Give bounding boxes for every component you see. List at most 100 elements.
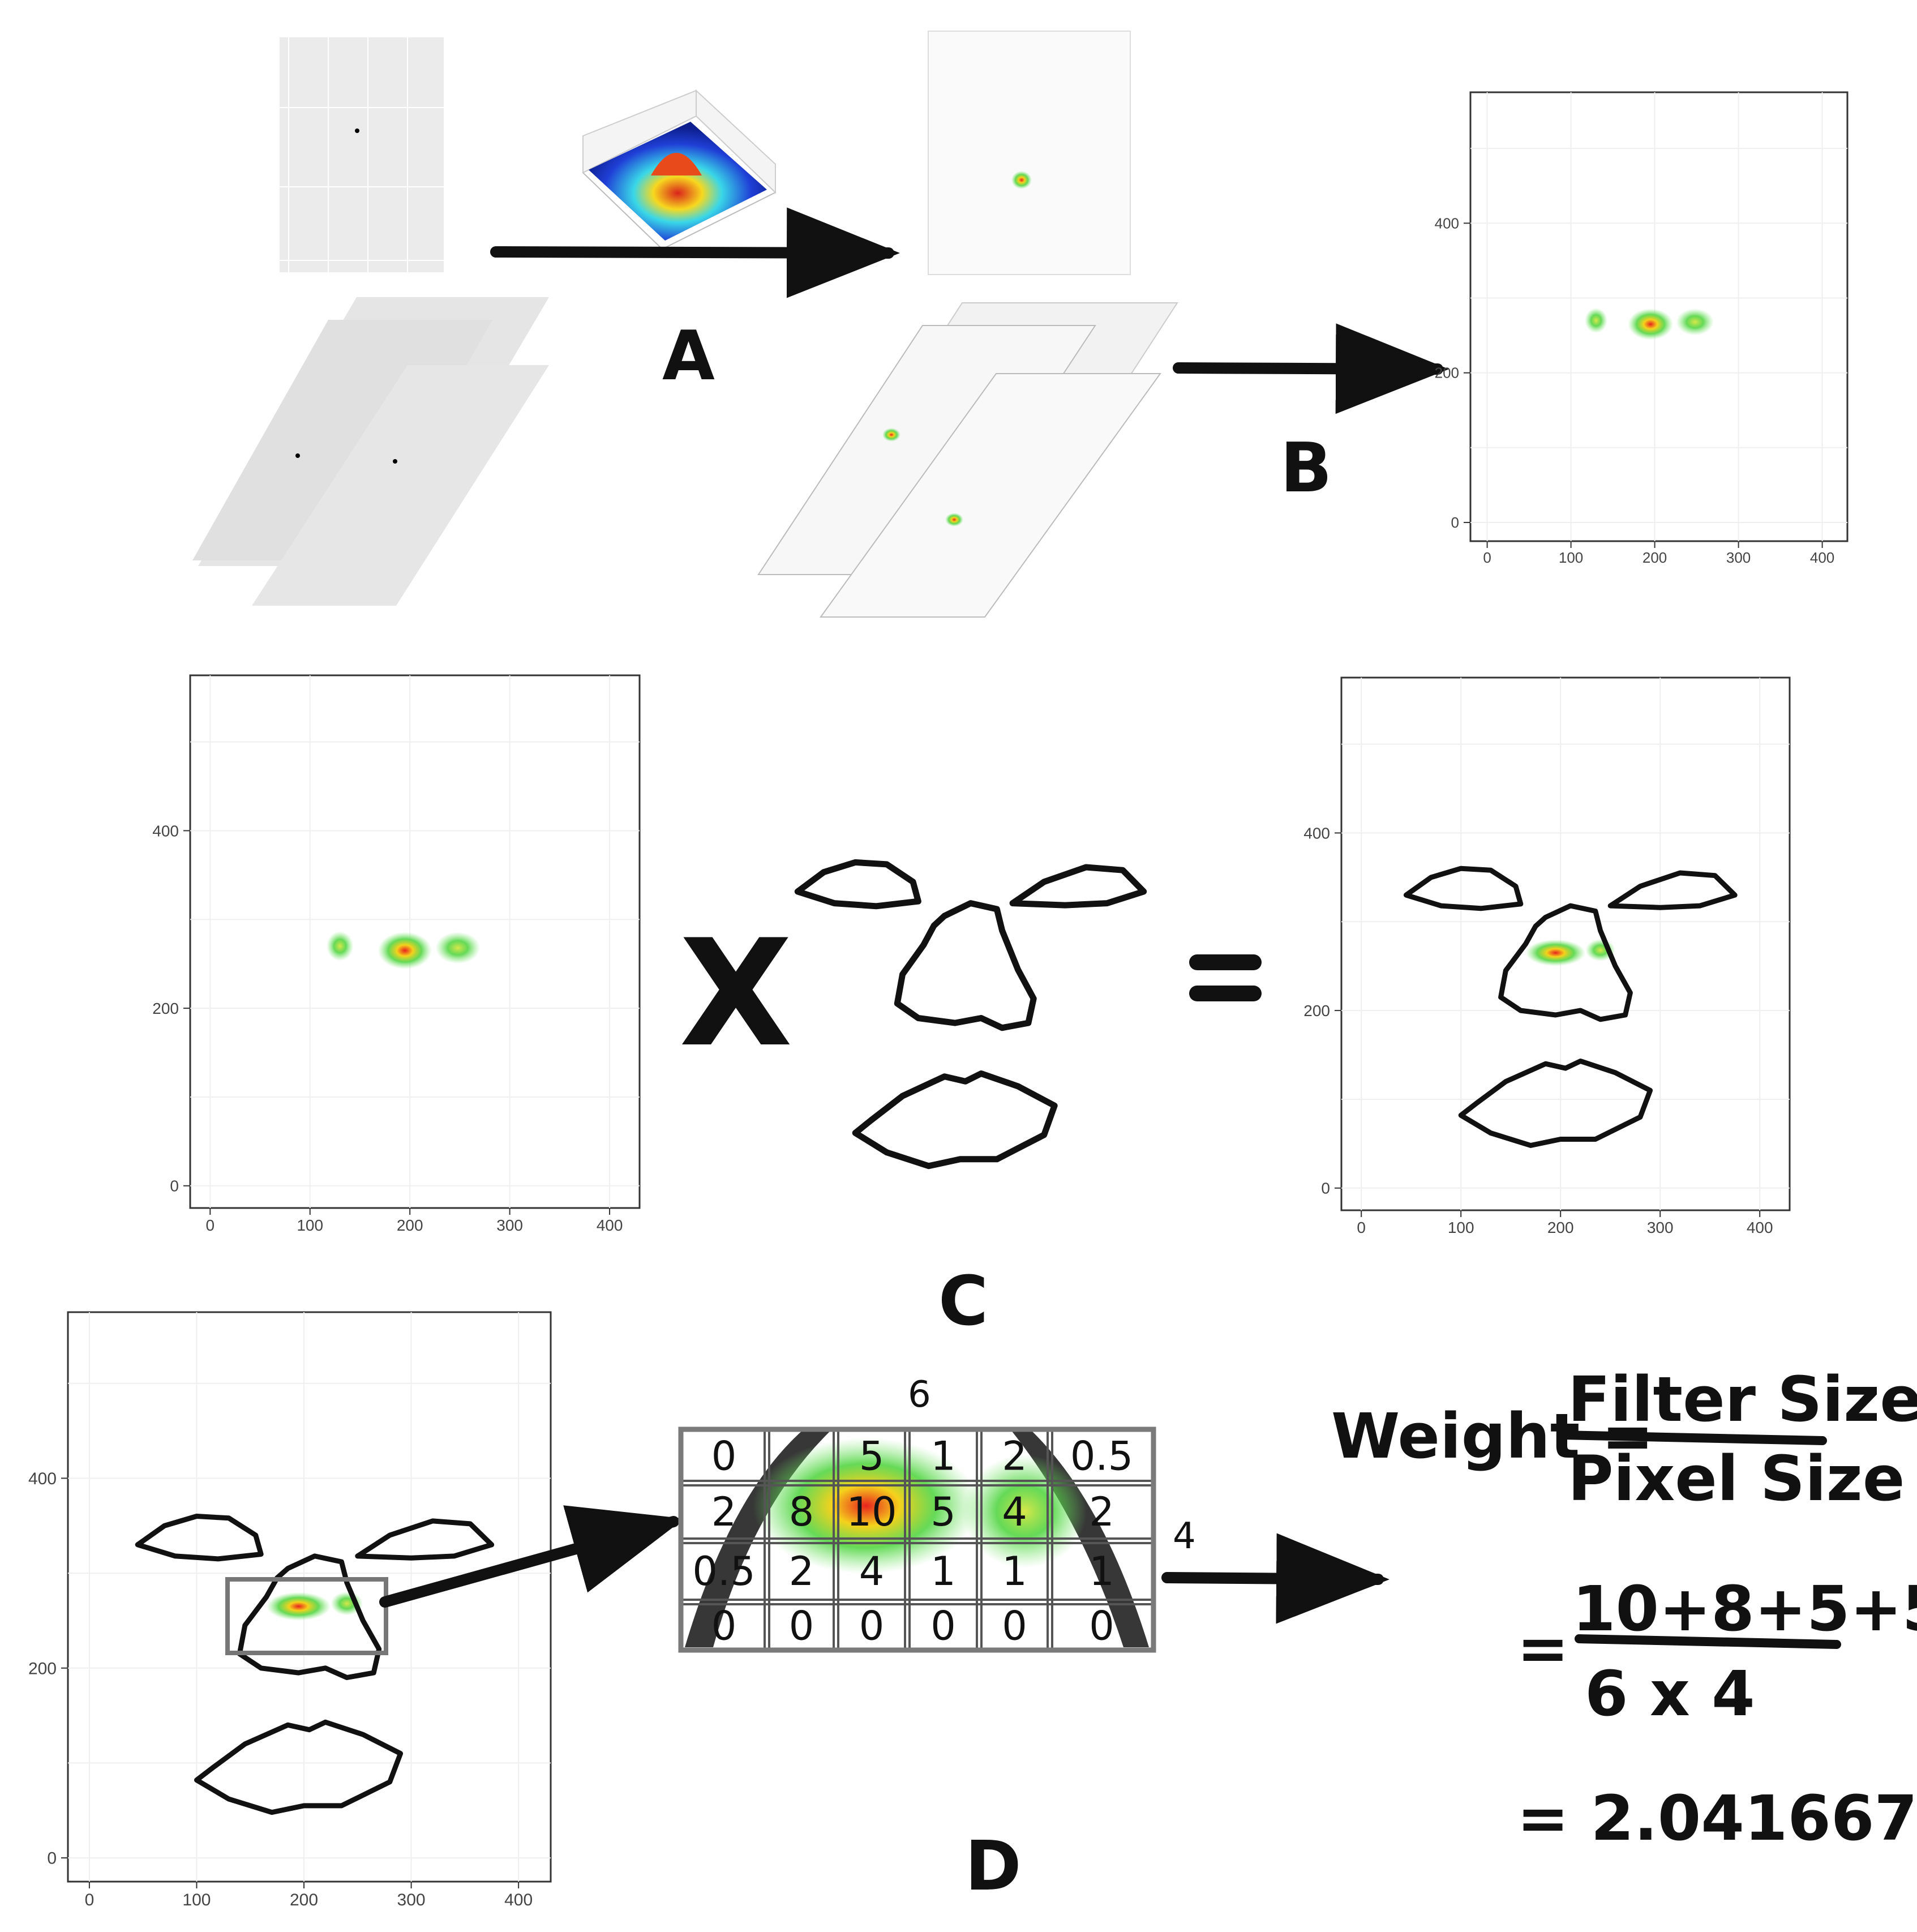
arrow-b (1173, 323, 1449, 414)
x-tick-label: 300 (397, 1891, 426, 1909)
arrow-d2 (1161, 1533, 1389, 1624)
x-tick-label: 200 (397, 1216, 423, 1234)
y-tick-label: 200 (152, 1000, 179, 1017)
panel-a-group: A (192, 31, 1131, 606)
x-tick-label: 100 (182, 1891, 211, 1909)
grid-cell-value: 10 (846, 1489, 897, 1535)
grid-cell-value: 2 (1089, 1489, 1114, 1535)
panel-label-d: D (965, 1827, 1022, 1906)
left-eye-outline (135, 1514, 264, 1562)
formula-numerator: Filter Size (1568, 1363, 1917, 1436)
grid-cell-value: 0.5 (1070, 1433, 1133, 1480)
heat-blob-left (326, 931, 354, 961)
grid-cell-value: 0 (1089, 1603, 1114, 1650)
smoothed-layer-stack (757, 302, 1178, 618)
heat-blob-right (435, 932, 481, 964)
smoothed-point-plot (928, 31, 1131, 275)
mouth-outline (194, 1719, 404, 1815)
x-tick-label: 200 (1547, 1219, 1574, 1236)
y-tick-label: 0 (1451, 514, 1459, 531)
grid-cell-value: 0 (711, 1603, 737, 1650)
right-eye-outline (1009, 864, 1147, 909)
grid-cell-value: 0 (1002, 1603, 1027, 1650)
y-tick-label: 400 (152, 822, 179, 839)
grid-cell-value: 2 (711, 1489, 737, 1535)
fraction-bar-1 (1558, 1430, 1827, 1445)
panel-label-a: A (662, 317, 715, 396)
mouth-outline (1458, 1059, 1653, 1148)
formula-denominator-product: 6 x 4 (1585, 1657, 1755, 1730)
x-tick-label: 300 (1726, 549, 1751, 566)
y-tick-label: 200 (1303, 1002, 1330, 1019)
grid-cell-value: 5 (859, 1433, 885, 1480)
grid-cell-value: 1 (1002, 1548, 1027, 1595)
grid-cell-value: 0 (711, 1433, 737, 1480)
grid-cell-value: 1 (930, 1548, 956, 1595)
fraction-bar-2 (1575, 1634, 1841, 1649)
x-tick-label: 0 (1483, 549, 1491, 566)
grid-cell-value: 1 (1089, 1548, 1114, 1595)
right-eye-outline (355, 1518, 495, 1561)
grid-cell-value: 0.5 (692, 1548, 755, 1595)
grid-cell-value: 0 (859, 1603, 885, 1650)
heat-blob-center (1628, 308, 1674, 340)
grid-width-label: 6 (908, 1374, 931, 1416)
panel-b-group: B (757, 302, 1449, 618)
formula-numerator-sum: 10+8+5+5+... (1572, 1573, 1917, 1645)
single-point (355, 128, 359, 133)
y-tick-label: 200 (28, 1659, 57, 1678)
formula-denominator: Pixel Size (1568, 1442, 1905, 1515)
left-eye-outline (794, 859, 921, 910)
smoothed-point-blob (1011, 171, 1032, 189)
x-tick-label: 0 (85, 1891, 95, 1909)
x-tick-label: 0 (1357, 1219, 1366, 1236)
point-plot (280, 37, 444, 272)
zoom-region-box (225, 1577, 388, 1655)
grid-cell-value: 5 (930, 1489, 956, 1535)
y-tick-label: 0 (1321, 1180, 1330, 1197)
x-tick-label: 400 (597, 1216, 623, 1234)
grid-cell-value: 4 (859, 1548, 885, 1595)
point-layer-stack (192, 297, 549, 606)
equals-operator (1189, 954, 1262, 1001)
y-tick-label: 400 (28, 1470, 57, 1488)
x-tick-label: 100 (297, 1216, 323, 1234)
heat-blob-right (1676, 308, 1714, 336)
nose-outline (1498, 903, 1633, 1022)
grid-cell-value: 4 (1002, 1489, 1027, 1535)
grid-height-label: 4 (1173, 1515, 1196, 1557)
nose-outline (237, 1553, 382, 1680)
panel-label-b: B (1280, 429, 1332, 508)
gaussian-kernel-icon (582, 89, 777, 250)
y-tick-label: 0 (47, 1849, 57, 1868)
x-tick-label: 300 (1647, 1219, 1674, 1236)
grid-cell-value: 2 (789, 1548, 814, 1595)
y-tick-label: 200 (1435, 365, 1459, 382)
heatmap-frame-b: 0 100 200 300 400 0 200 400 (1435, 91, 1849, 566)
point-plot-grid (280, 37, 444, 272)
x-tick-label: 0 (205, 1216, 215, 1234)
grid-cell-value: 0 (789, 1603, 814, 1650)
formula-result: = 2.041667 (1517, 1782, 1917, 1854)
right-eye-outline (1607, 870, 1738, 910)
x-tick-label: 100 (1559, 549, 1583, 566)
y-tick-label: 400 (1435, 215, 1459, 232)
face-outline-mask (794, 859, 1147, 1170)
y-tick-label: 400 (1303, 824, 1330, 842)
heat-blob-center (378, 932, 432, 970)
formula-equals: = (1517, 1612, 1569, 1685)
masked-heat-nose (1525, 939, 1586, 966)
x-tick-label: 200 (1642, 549, 1667, 566)
mouth-outline (852, 1070, 1058, 1170)
x-tick-label: 400 (1810, 549, 1834, 566)
grid-cell-value: 1 (930, 1433, 956, 1480)
weight-formula: Weight = Filter Size Pixel Size = 10+8+5… (1331, 1363, 1917, 1854)
x-tick-label: 300 (496, 1216, 523, 1234)
grid-cell-value: 2 (1002, 1433, 1027, 1480)
